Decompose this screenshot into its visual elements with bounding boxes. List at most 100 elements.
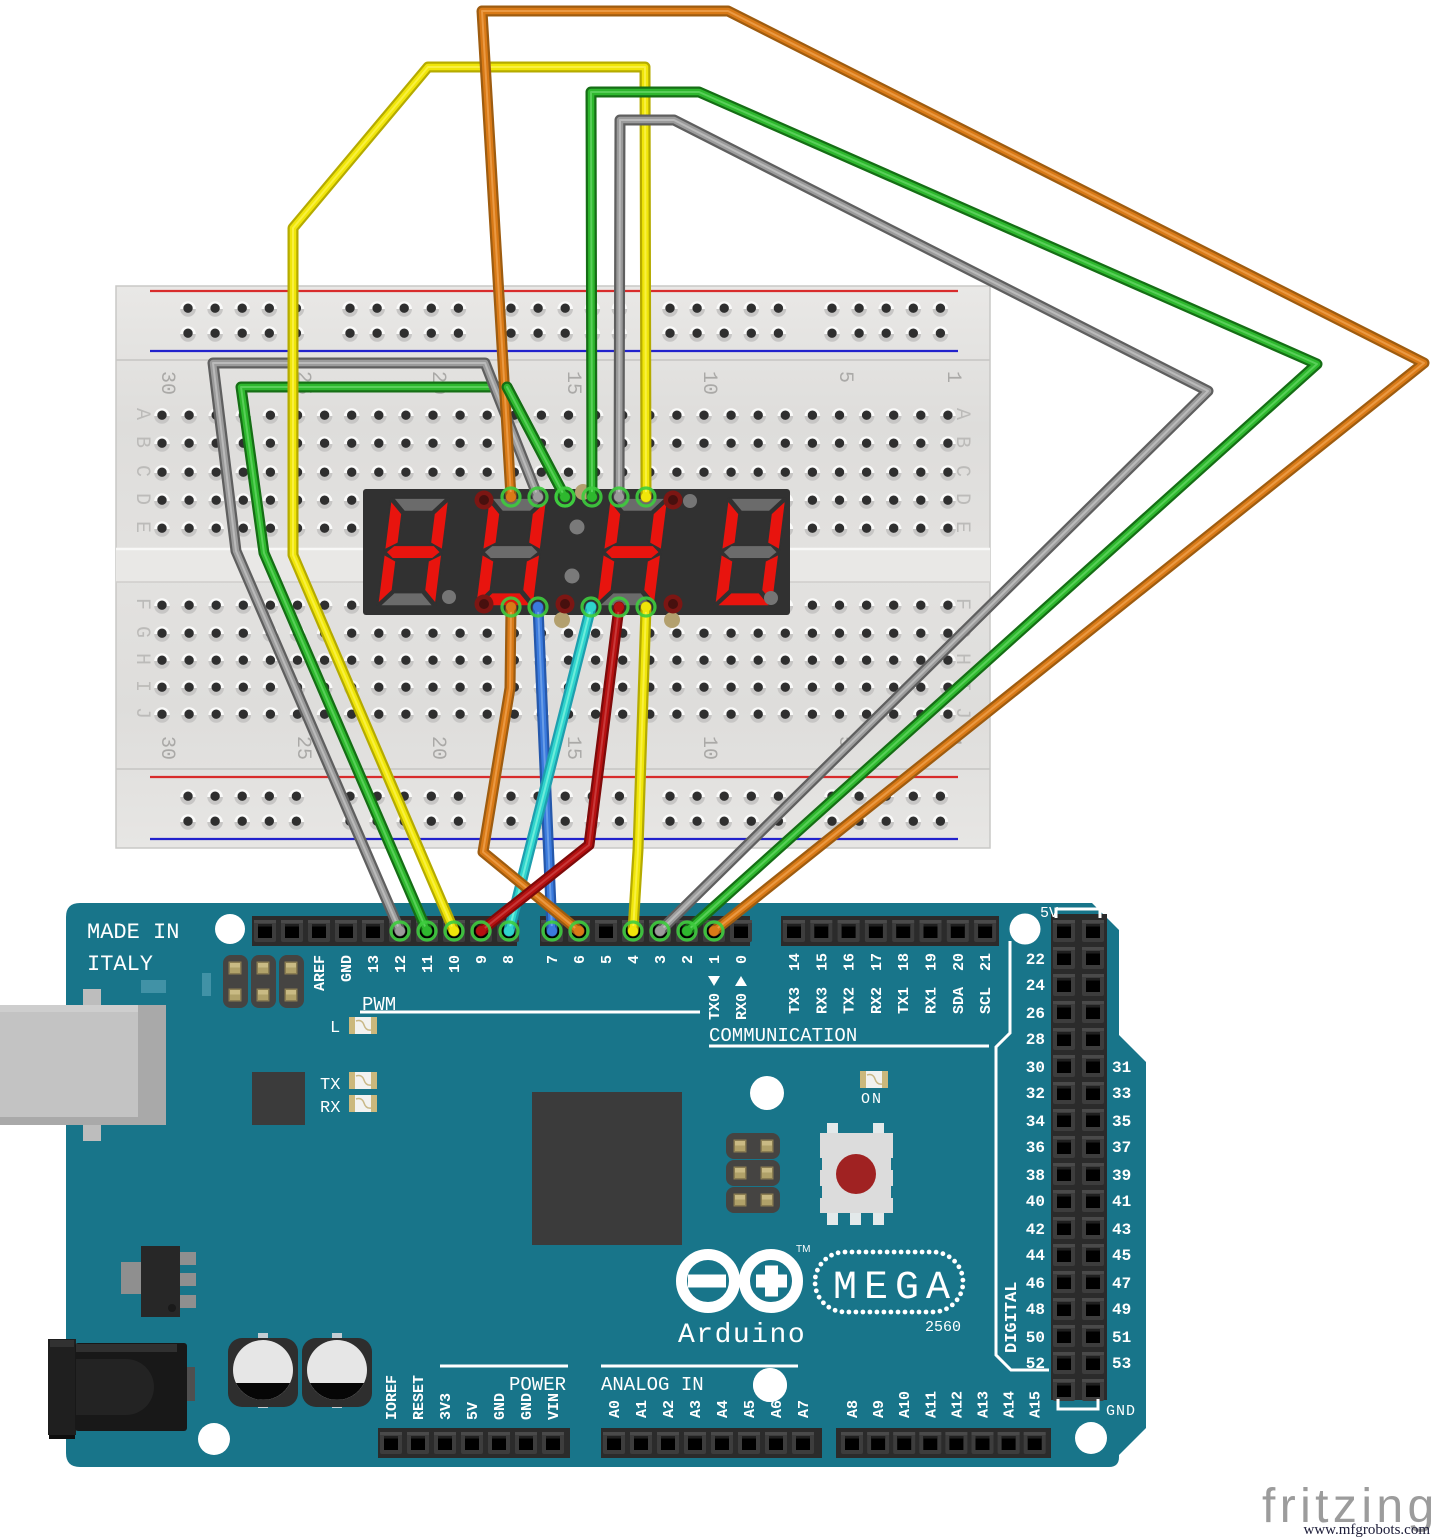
svg-text:48: 48 bbox=[1026, 1301, 1045, 1319]
svg-text:COMMUNICATION: COMMUNICATION bbox=[709, 1025, 857, 1047]
svg-text:15: 15 bbox=[561, 736, 584, 760]
svg-text:A6: A6 bbox=[769, 1400, 786, 1418]
svg-text:RX0: RX0 bbox=[734, 993, 751, 1020]
svg-text:A8: A8 bbox=[845, 1400, 862, 1418]
svg-text:E: E bbox=[950, 521, 973, 533]
svg-text:B: B bbox=[950, 436, 973, 448]
svg-text:J: J bbox=[130, 707, 153, 719]
svg-text:19: 19 bbox=[924, 953, 941, 971]
svg-text:GND: GND bbox=[519, 1393, 536, 1420]
svg-text:A: A bbox=[950, 408, 973, 420]
svg-text:H: H bbox=[950, 653, 973, 665]
svg-text:36: 36 bbox=[1026, 1139, 1045, 1157]
svg-text:fritzing: fritzing bbox=[1262, 1480, 1439, 1533]
svg-text:RX3: RX3 bbox=[814, 987, 831, 1014]
svg-text:F: F bbox=[950, 598, 973, 610]
svg-text:2: 2 bbox=[680, 955, 697, 964]
svg-text:37: 37 bbox=[1112, 1139, 1131, 1157]
svg-text:38: 38 bbox=[1026, 1167, 1045, 1185]
svg-text:12: 12 bbox=[393, 955, 410, 973]
svg-text:4: 4 bbox=[626, 955, 643, 964]
svg-text:RX1: RX1 bbox=[924, 987, 941, 1014]
svg-text:GND: GND bbox=[339, 955, 356, 982]
svg-text:F: F bbox=[130, 598, 153, 610]
svg-text:SDA: SDA bbox=[951, 987, 968, 1014]
svg-text:www.mfgrobots.com: www.mfgrobots.com bbox=[1303, 1522, 1430, 1538]
svg-text:L: L bbox=[330, 1019, 340, 1038]
svg-text:AREF: AREF bbox=[312, 955, 329, 991]
svg-text:10: 10 bbox=[697, 371, 720, 395]
svg-text:20: 20 bbox=[426, 736, 449, 760]
svg-text:ANALOG IN: ANALOG IN bbox=[601, 1374, 704, 1396]
svg-text:9: 9 bbox=[474, 955, 491, 964]
svg-text:0: 0 bbox=[734, 955, 751, 964]
svg-text:24: 24 bbox=[1026, 977, 1046, 995]
svg-text:TM: TM bbox=[796, 1244, 810, 1255]
svg-text:15: 15 bbox=[561, 371, 584, 395]
svg-text:25: 25 bbox=[291, 736, 314, 760]
svg-text:A10: A10 bbox=[897, 1391, 914, 1418]
svg-text:5V: 5V bbox=[465, 1402, 482, 1420]
svg-text:A15: A15 bbox=[1028, 1391, 1045, 1418]
svg-text:A3: A3 bbox=[688, 1400, 705, 1418]
svg-text:I: I bbox=[130, 680, 153, 692]
svg-text:11: 11 bbox=[420, 955, 437, 973]
svg-text:VIN: VIN bbox=[546, 1393, 563, 1420]
svg-text:J: J bbox=[950, 707, 973, 719]
svg-text:41: 41 bbox=[1112, 1193, 1131, 1211]
svg-text:3: 3 bbox=[653, 955, 670, 964]
svg-text:49: 49 bbox=[1112, 1301, 1131, 1319]
svg-text:45: 45 bbox=[1112, 1247, 1131, 1265]
svg-text:G: G bbox=[130, 626, 153, 638]
svg-text:40: 40 bbox=[1026, 1193, 1045, 1211]
svg-text:30: 30 bbox=[1026, 1059, 1045, 1077]
svg-text:18: 18 bbox=[896, 953, 913, 971]
svg-text:42: 42 bbox=[1026, 1221, 1045, 1239]
svg-text:53: 53 bbox=[1112, 1355, 1131, 1373]
svg-text:D: D bbox=[950, 493, 973, 505]
svg-text:6: 6 bbox=[572, 955, 589, 964]
svg-text:RX2: RX2 bbox=[869, 987, 886, 1014]
svg-text:A0: A0 bbox=[607, 1400, 624, 1418]
svg-text:35: 35 bbox=[1112, 1113, 1131, 1131]
svg-text:A2: A2 bbox=[661, 1400, 678, 1418]
svg-text:3V3: 3V3 bbox=[438, 1393, 455, 1420]
svg-text:13: 13 bbox=[366, 955, 383, 973]
svg-text:A5: A5 bbox=[742, 1400, 759, 1418]
svg-text:A9: A9 bbox=[871, 1400, 888, 1418]
svg-text:ON: ON bbox=[861, 1091, 883, 1108]
svg-text:A7: A7 bbox=[796, 1400, 813, 1418]
svg-text:30: 30 bbox=[155, 736, 178, 760]
svg-text:TX: TX bbox=[320, 1076, 340, 1095]
svg-text:DIGITAL: DIGITAL bbox=[1003, 1282, 1022, 1353]
svg-text:A4: A4 bbox=[715, 1400, 732, 1418]
svg-text:26: 26 bbox=[1026, 1005, 1045, 1023]
svg-text:1: 1 bbox=[707, 955, 724, 964]
svg-text:1: 1 bbox=[941, 371, 964, 383]
svg-text:34: 34 bbox=[1026, 1113, 1046, 1131]
svg-text:50: 50 bbox=[1026, 1329, 1045, 1347]
svg-text:A13: A13 bbox=[976, 1391, 993, 1418]
svg-text:ITALY: ITALY bbox=[87, 952, 153, 977]
svg-text:Arduino: Arduino bbox=[678, 1320, 806, 1351]
svg-text:31: 31 bbox=[1112, 1059, 1131, 1077]
svg-text:IOREF: IOREF bbox=[384, 1375, 401, 1420]
svg-text:B: B bbox=[130, 436, 153, 448]
svg-text:22: 22 bbox=[1026, 951, 1045, 969]
svg-text:TX2: TX2 bbox=[842, 987, 859, 1014]
svg-text:43: 43 bbox=[1112, 1221, 1131, 1239]
svg-text:A12: A12 bbox=[949, 1391, 966, 1418]
svg-text:RX: RX bbox=[320, 1099, 340, 1118]
svg-text:14: 14 bbox=[787, 953, 804, 971]
svg-text:A14: A14 bbox=[1002, 1391, 1019, 1418]
svg-text:C: C bbox=[130, 465, 153, 477]
svg-text:16: 16 bbox=[842, 953, 859, 971]
svg-text:30: 30 bbox=[155, 371, 178, 395]
svg-text:10: 10 bbox=[697, 736, 720, 760]
svg-text:A11: A11 bbox=[923, 1391, 940, 1418]
svg-text:5: 5 bbox=[599, 955, 616, 964]
svg-text:TX1: TX1 bbox=[896, 987, 913, 1014]
svg-text:32: 32 bbox=[1026, 1085, 1045, 1103]
svg-text:C: C bbox=[950, 465, 973, 477]
svg-text:A: A bbox=[130, 408, 153, 420]
